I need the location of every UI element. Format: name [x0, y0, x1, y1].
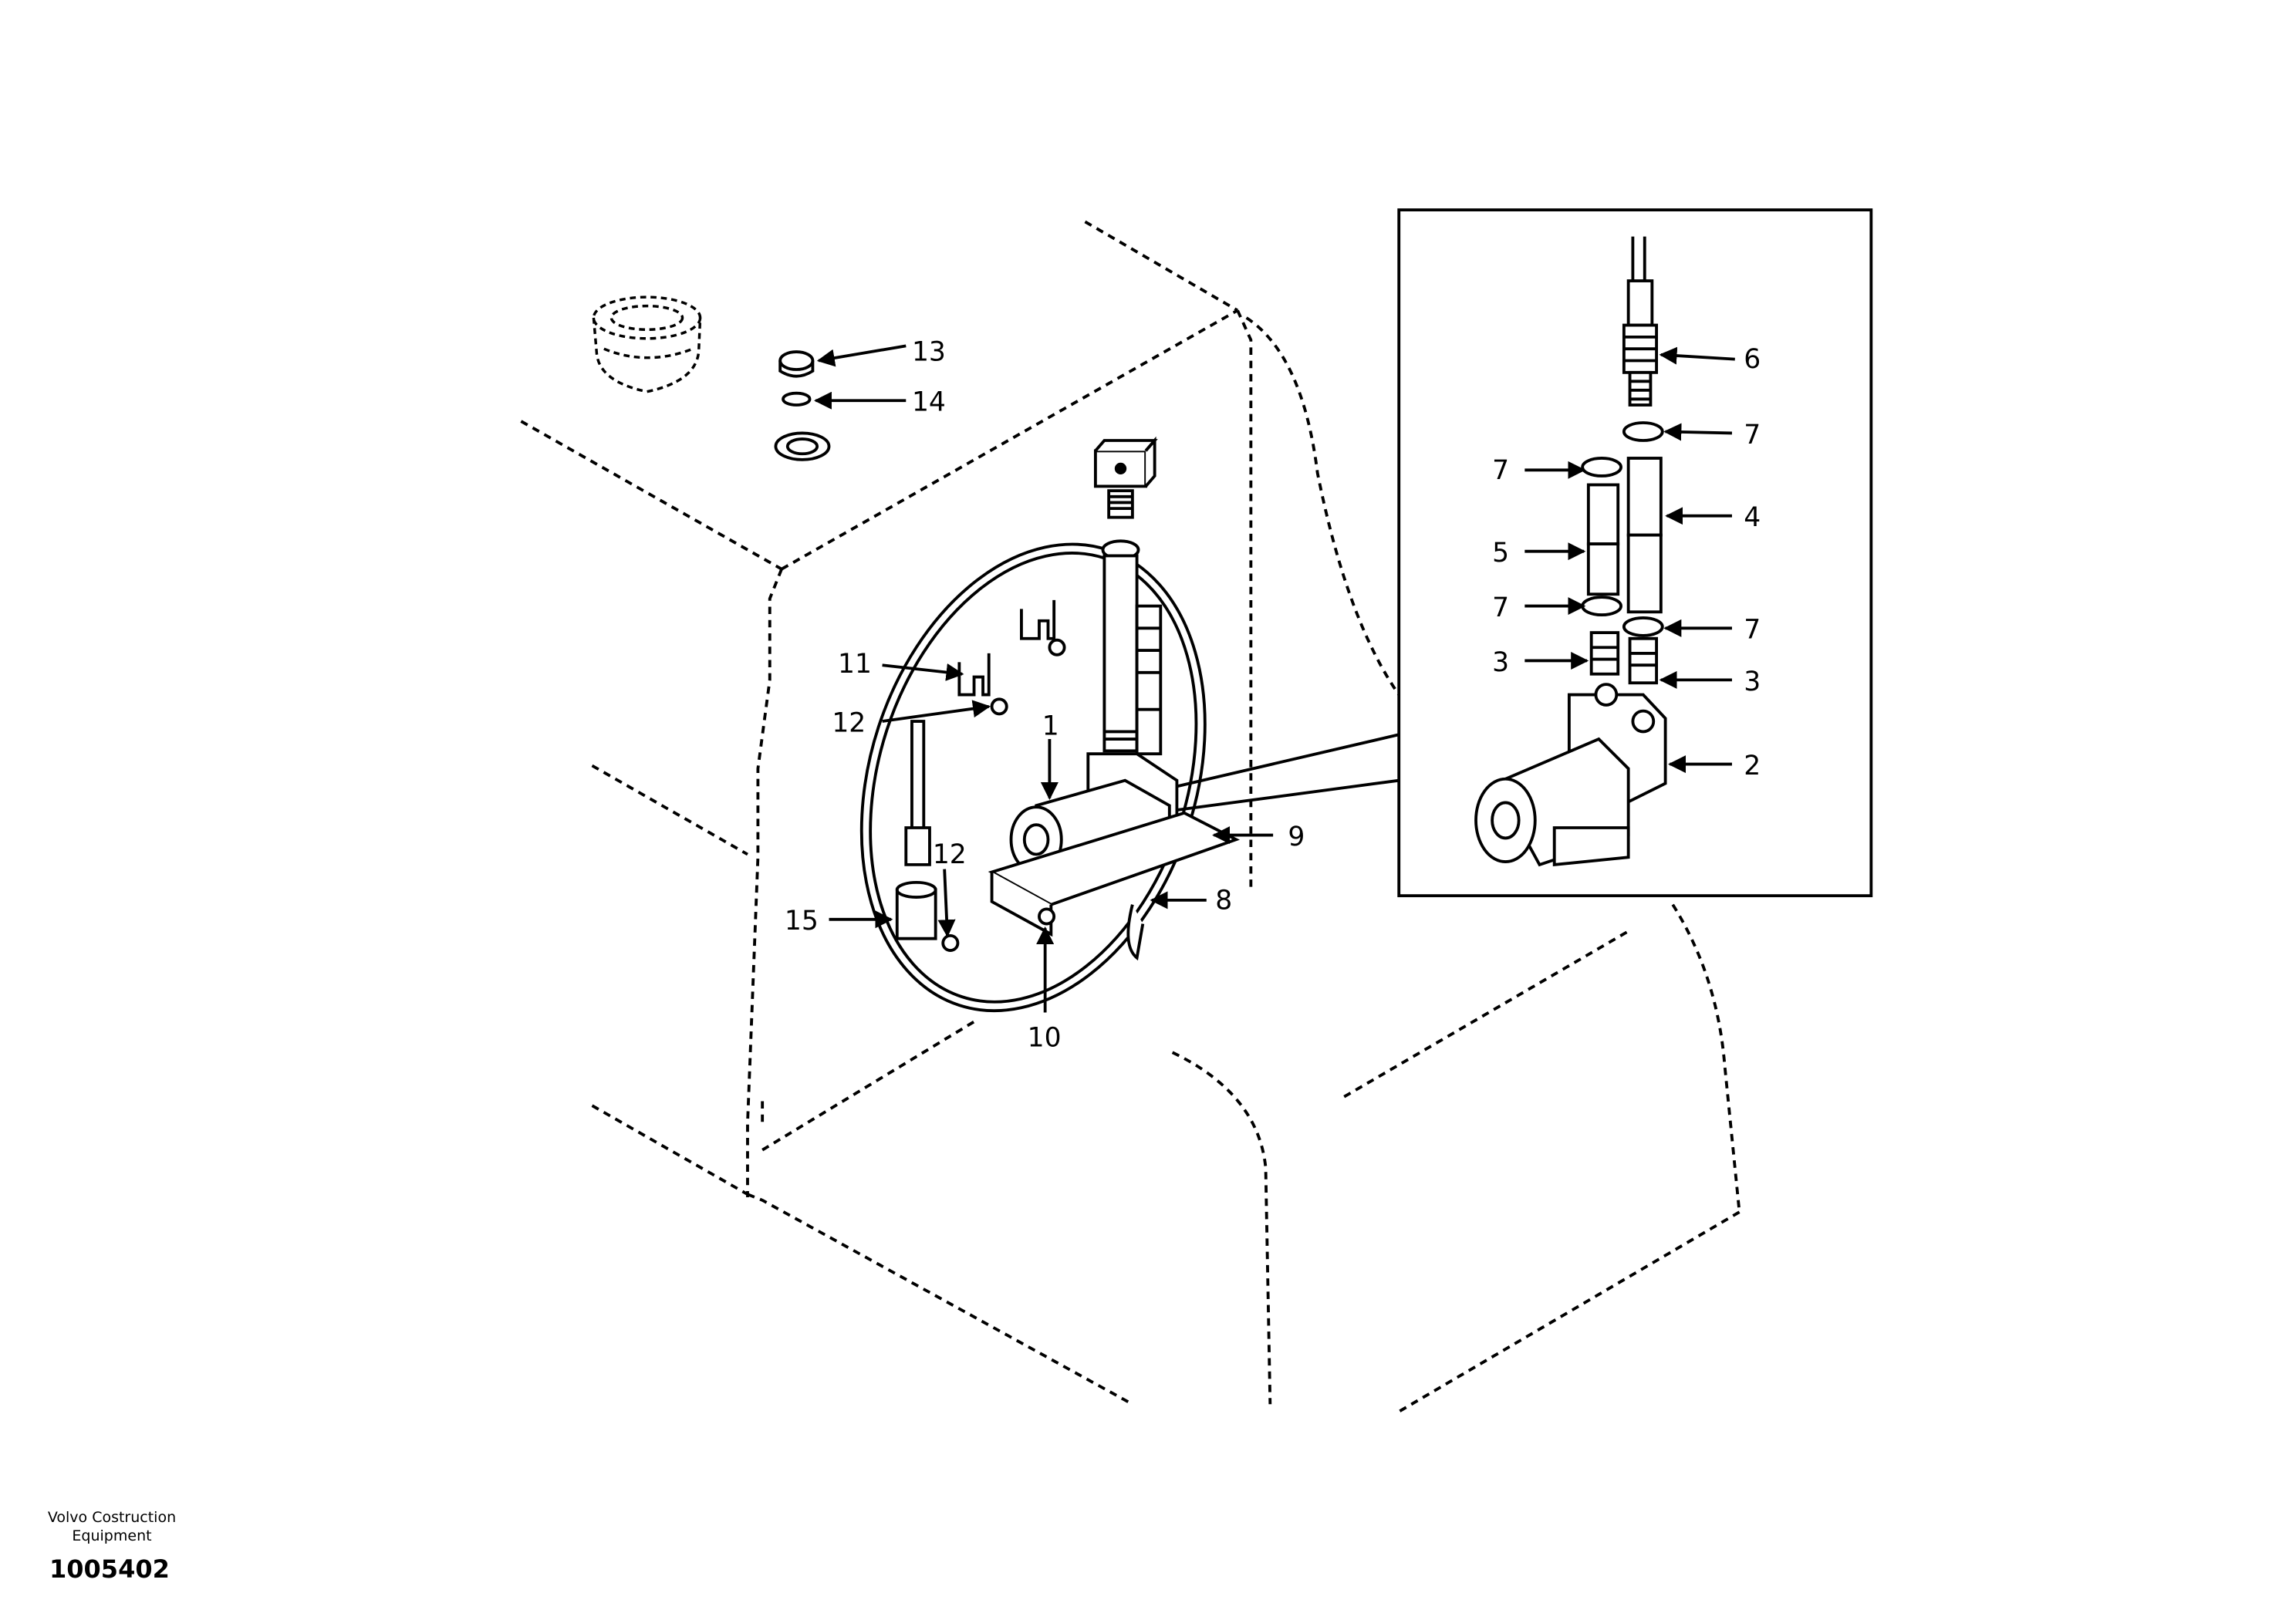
company-line-2: Equipment: [72, 1527, 152, 1544]
callout-5: 5: [1492, 538, 1509, 569]
callout-2: 2: [1744, 751, 1761, 781]
callout-8: 8: [1215, 885, 1232, 916]
hose-loop: [859, 542, 1207, 1013]
callout-12-upper: 12: [832, 707, 866, 738]
callout-7-mid-left: 7: [1492, 592, 1509, 623]
callout-7-top-left: 7: [1492, 455, 1509, 486]
callout-12-lower: 12: [933, 839, 967, 870]
callout-13: 13: [912, 337, 946, 368]
callout-15: 15: [785, 906, 819, 937]
company-line-1: Volvo Costruction: [47, 1509, 177, 1526]
callout-3-right: 3: [1744, 667, 1761, 697]
callout-9: 9: [1288, 822, 1305, 852]
pump-assembly: [988, 436, 1241, 937]
plug-13-14: [774, 350, 831, 461]
callout-11: 11: [838, 649, 872, 680]
clips-and-bolts: [895, 599, 1145, 961]
callout-3-left: 3: [1492, 647, 1509, 678]
callout-7-mid-right: 7: [1744, 615, 1761, 646]
callout-7-top-right: 7: [1744, 420, 1761, 451]
callout-6: 6: [1744, 344, 1761, 375]
drawing-number: 1005402: [49, 1554, 170, 1584]
callout-1: 1: [1042, 710, 1059, 741]
filler-cap-dashed: [592, 295, 702, 393]
callout-14: 14: [912, 387, 946, 418]
inset-leader-lines: [1176, 733, 1400, 812]
company-name: Volvo Costruction Equipment: [31, 1508, 193, 1545]
callout-4: 4: [1744, 502, 1761, 533]
callout-leaders: [813, 344, 1735, 1013]
machine-body-outline: [520, 220, 1741, 1413]
callout-10: 10: [1028, 1023, 1062, 1054]
